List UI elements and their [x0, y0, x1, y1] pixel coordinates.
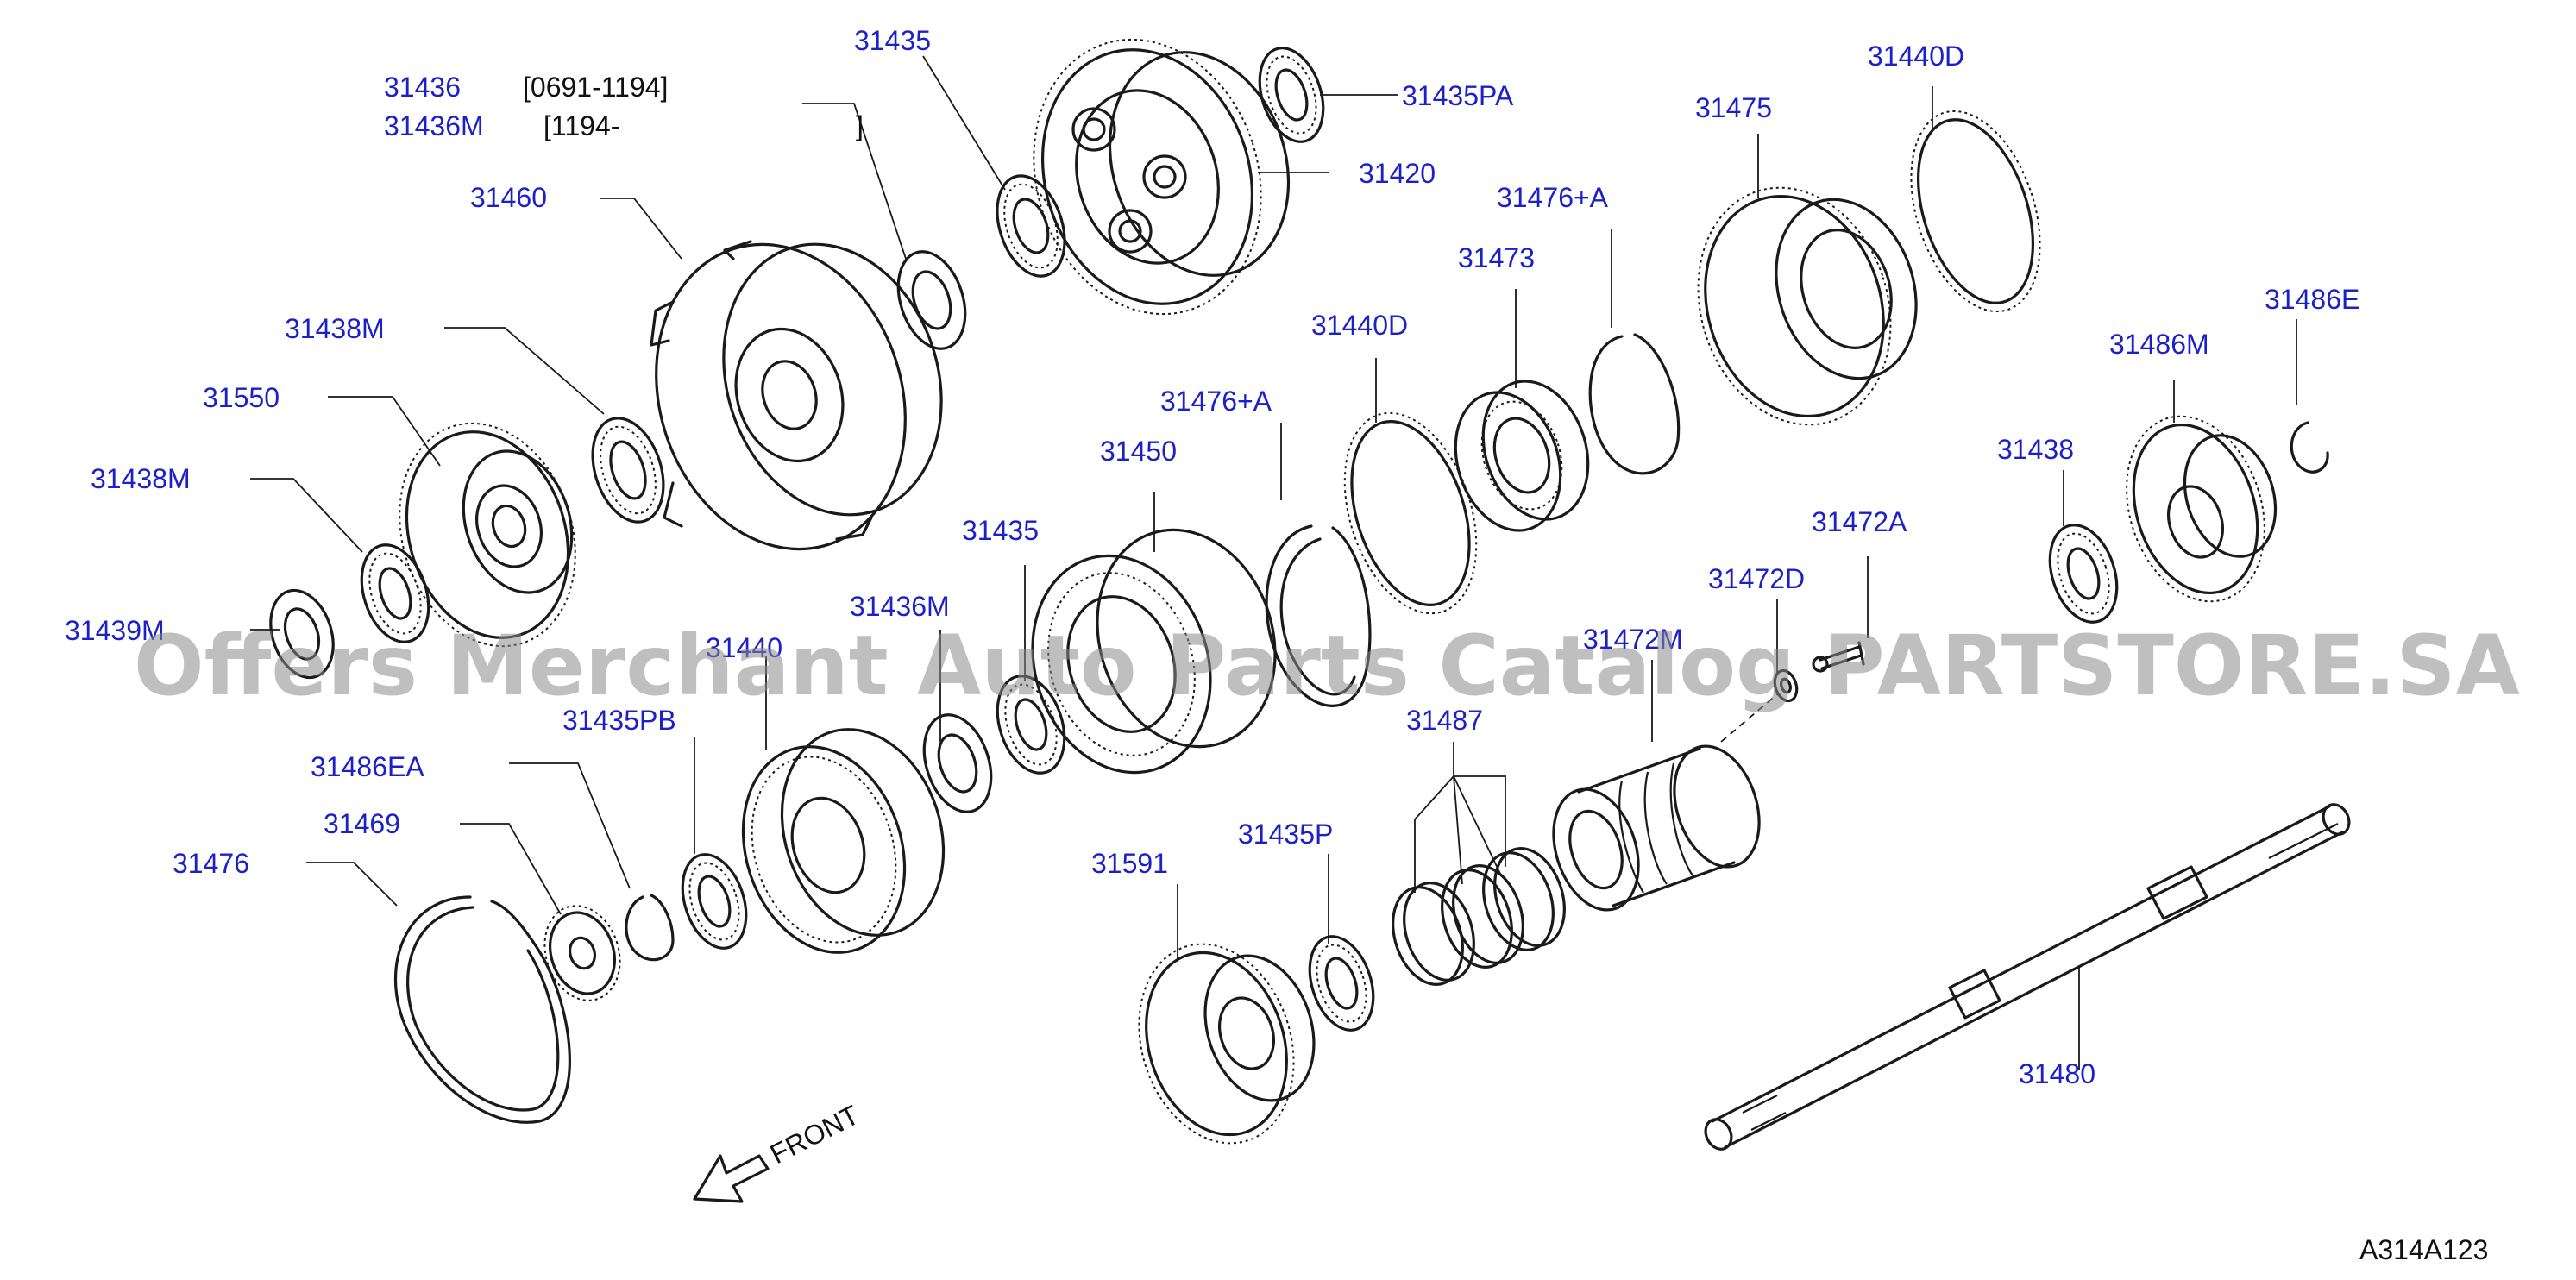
- label-31480: 31480: [2019, 1058, 2095, 1089]
- plug-31472A: [1812, 641, 1865, 673]
- label-31472M: 31472M: [1583, 624, 1683, 655]
- output-shaft-31480: [1704, 803, 2351, 1151]
- clutch-hub-31591: [1138, 943, 1316, 1145]
- label-31460: 31460: [470, 182, 547, 213]
- label-31440D-center: 31440D: [1311, 310, 1408, 341]
- label-31438: 31438: [1997, 434, 2074, 465]
- label-31435-mid: 31435: [962, 515, 1039, 546]
- washer-31439M: [269, 588, 335, 680]
- label-31486E: 31486E: [2265, 284, 2359, 315]
- thrust-washer-31435-top: [996, 174, 1066, 278]
- leader-lines: [250, 55, 2297, 1070]
- thrust-washer-31435P: [1308, 935, 1375, 1032]
- front-arrow-icon: [693, 1154, 770, 1203]
- label-31439M: 31439M: [65, 615, 165, 646]
- watermark: Offers Merchant Auto Parts Catalog PARTS…: [134, 618, 2520, 714]
- label-31435PA: 31435PA: [1402, 80, 1514, 111]
- thrust-washer-31435PB: [681, 853, 748, 950]
- date-range-close-bracket: ]: [856, 110, 864, 141]
- label-31476A-upper: 31476+A: [1497, 182, 1609, 213]
- label-31550: 31550: [203, 382, 280, 413]
- seal-rings-31487: [1392, 847, 1566, 986]
- label-31486M: 31486M: [2109, 329, 2209, 360]
- snap-ring-31476: [393, 895, 571, 1124]
- o-ring-31472D: [1773, 668, 1799, 703]
- label-31469: 31469: [324, 808, 400, 839]
- label-31436M-top: 31436M: [384, 110, 484, 141]
- snap-ring-31486EA: [625, 894, 675, 962]
- clutch-ring-31440D-center: [1343, 411, 1478, 615]
- clutch-hub-31475: [1697, 186, 1918, 426]
- planetary-31440: [741, 728, 946, 954]
- part-labels: 31436 [0691-1194] 31436M [1194- ] 31435 …: [65, 25, 2488, 1265]
- label-31450: 31450: [1100, 436, 1177, 467]
- washer-31436-top: [896, 250, 967, 350]
- snap-ring-31486E: [2290, 421, 2329, 474]
- sleeve-31472M: [1552, 693, 1778, 912]
- label-31591: 31591: [1091, 848, 1168, 879]
- label-31472D: 31472D: [1708, 563, 1805, 594]
- label-31435PB: 31435PB: [562, 705, 676, 736]
- planetary-carrier-31420: [1033, 38, 1291, 316]
- gear-31486M: [2126, 415, 2278, 603]
- thrust-washer-31438M-upper: [591, 417, 665, 524]
- snap-ring-31476A-center: [1265, 524, 1372, 707]
- gear-31550: [399, 422, 576, 648]
- label-31435P: 31435P: [1238, 819, 1333, 850]
- thrust-washer-31438M-lower: [360, 543, 430, 643]
- label-31436M-mid: 31436M: [850, 591, 950, 622]
- figure-code: A314A123: [2359, 1234, 2488, 1265]
- front-label: FRONT: [765, 1099, 864, 1170]
- clutch-ring-31440D-upper: [1910, 110, 2041, 313]
- label-31475: 31475: [1695, 92, 1772, 123]
- label-31472A: 31472A: [1812, 506, 1907, 537]
- thrust-washer-31438: [2048, 524, 2119, 624]
- date-range-31436M: [1194-: [543, 110, 619, 141]
- label-31420: 31420: [1359, 158, 1436, 189]
- washer-31436M-mid: [922, 713, 993, 813]
- label-31476A-center: 31476+A: [1160, 386, 1272, 417]
- label-31436: 31436: [384, 72, 461, 103]
- label-31486EA: 31486EA: [311, 751, 424, 782]
- label-31435-top: 31435: [854, 25, 931, 56]
- date-range-31436: [0691-1194]: [523, 72, 668, 103]
- drum-31460: [650, 240, 943, 551]
- label-31440D-upper: 31440D: [1868, 41, 1964, 72]
- label-31487: 31487: [1406, 705, 1483, 736]
- snap-ring-31476A-upper: [1588, 333, 1681, 475]
- label-31438M-upper: 31438M: [285, 313, 385, 344]
- label-31476: 31476: [173, 848, 249, 879]
- thrust-washer-31435-mid: [996, 675, 1066, 775]
- label-31473: 31473: [1458, 242, 1535, 273]
- label-31438M-lower: 31438M: [91, 463, 191, 494]
- label-31440: 31440: [706, 632, 782, 663]
- bearing-31473: [1454, 380, 1590, 532]
- internal-gear-31450: [1031, 528, 1277, 775]
